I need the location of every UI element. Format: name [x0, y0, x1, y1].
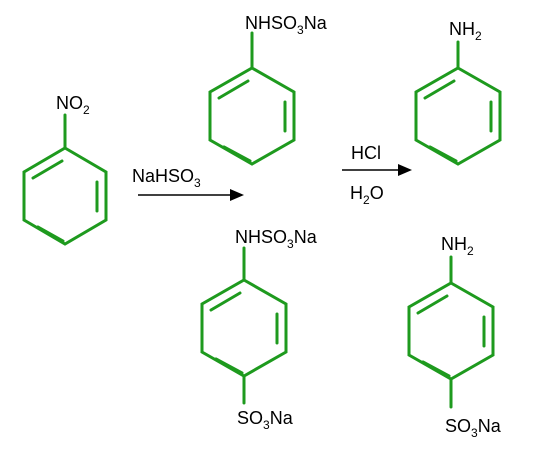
ring-inner-bond	[31, 159, 64, 180]
benzene-ring	[407, 281, 495, 381]
phenylsulfamate-molecule: NHSO3Na	[208, 13, 328, 166]
sulfamate-sulfonate-molecule: NHSO3Na SO3Na	[200, 227, 318, 432]
ring-inner-bond	[36, 225, 65, 243]
ring-inner-bond	[217, 79, 250, 100]
benzene-ring	[200, 278, 288, 378]
nitro-group-label: NO2	[56, 93, 90, 117]
reagent-hcl-label: HCl	[351, 143, 381, 163]
nh2-label: NH2	[449, 19, 482, 43]
ring-inner-bond	[423, 79, 456, 100]
reaction-arrow-2: HCl H2O	[342, 143, 412, 207]
ring-inner-bond	[209, 291, 242, 312]
nhso3na-label: NHSO3Na	[235, 227, 318, 251]
benzene-ring	[208, 66, 296, 166]
arrow-head	[398, 164, 412, 176]
aniline-molecule: NH2	[414, 19, 502, 166]
nh2-label: NH2	[441, 234, 474, 258]
nhso3na-label: NHSO3Na	[245, 13, 328, 37]
ring-inner-bond	[416, 294, 449, 315]
reaction-arrow-1: NaHSO3	[132, 166, 244, 201]
so3na-label: SO3Na	[445, 416, 502, 440]
ring-inner-bond	[428, 145, 458, 163]
nitrobenzene-molecule: NO2	[22, 93, 108, 246]
so3na-label: SO3Na	[237, 408, 294, 432]
reagent-nahso3-label: NaHSO3	[132, 166, 201, 190]
reagent-water-label: H2O	[350, 183, 384, 207]
benzene-ring	[22, 146, 108, 246]
sulfanilate-molecule: NH2 SO3Na	[407, 234, 502, 440]
ring-inner-bond	[421, 360, 451, 378]
arrow-head	[230, 189, 244, 201]
ring-inner-bond	[222, 145, 252, 163]
ring-inner-bond	[214, 357, 244, 375]
benzene-ring	[414, 66, 502, 166]
